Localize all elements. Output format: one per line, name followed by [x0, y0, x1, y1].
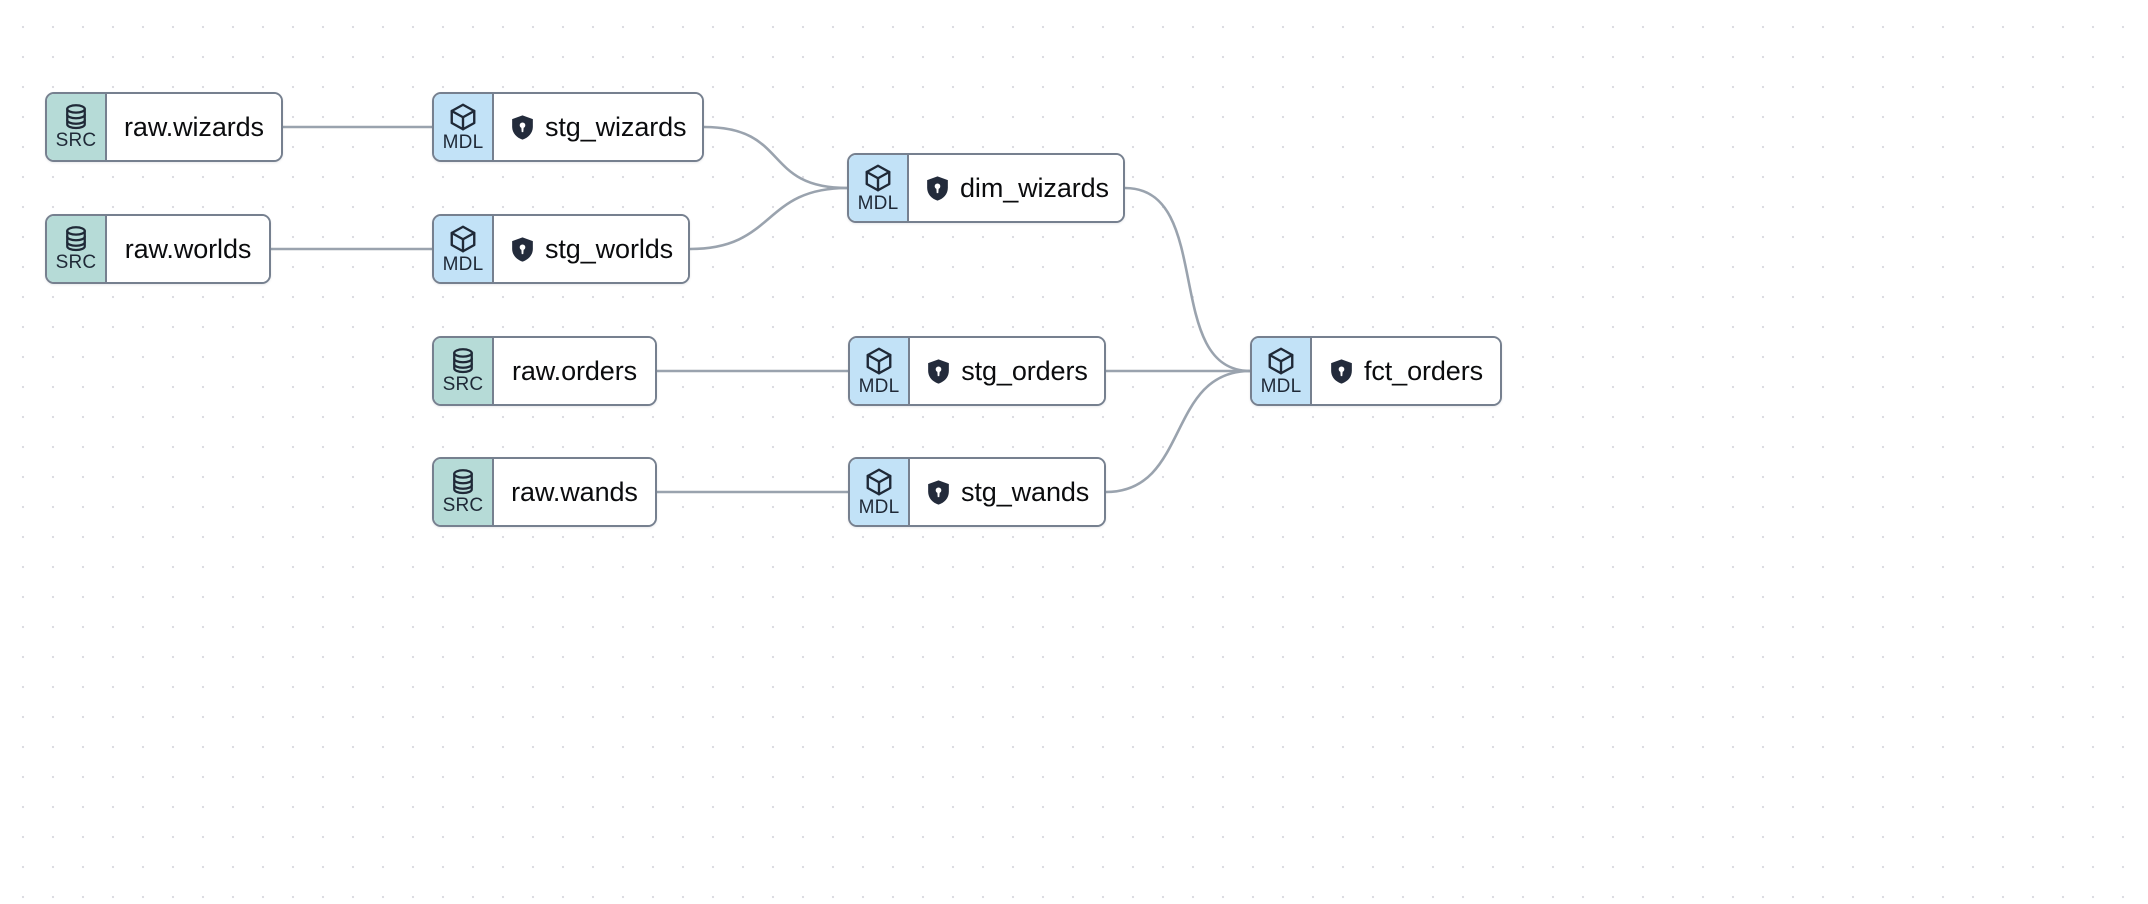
node-label: raw.wands — [511, 476, 638, 507]
lineage-node-stg_wizards[interactable]: MDL stg_wizards — [432, 92, 704, 162]
node-label: fct_orders — [1363, 355, 1484, 386]
lineage-node-fct_orders[interactable]: MDL fct_orders — [1250, 336, 1502, 406]
database-icon — [448, 469, 478, 495]
node-label: raw.wizards — [124, 111, 264, 142]
node-type-badge-mdl: MDL — [434, 216, 494, 282]
node-type-badge-label: MDL — [857, 193, 899, 214]
node-type-badge-mdl: MDL — [850, 459, 910, 525]
shield-lock-icon — [1329, 358, 1354, 385]
node-label: raw.worlds — [124, 233, 252, 264]
node-type-badge-label: SRC — [55, 130, 97, 151]
node-type-badge-label: MDL — [1260, 376, 1302, 397]
node-body: fct_orders — [1312, 338, 1500, 404]
node-body: raw.orders — [494, 338, 655, 404]
lineage-node-stg_orders[interactable]: MDL stg_orders — [848, 336, 1106, 406]
node-label: stg_wizards — [545, 111, 687, 142]
node-body: raw.wands — [494, 459, 655, 525]
shield-lock-icon — [510, 236, 535, 263]
lineage-node-raw_orders[interactable]: SRC raw.orders — [432, 336, 657, 406]
node-body: stg_worlds — [494, 216, 688, 282]
cube-icon — [448, 224, 478, 254]
database-icon — [61, 226, 91, 252]
node-label: dim_wizards — [960, 172, 1109, 203]
node-body: raw.wizards — [107, 94, 281, 160]
node-body: stg_orders — [910, 338, 1104, 404]
database-icon — [448, 348, 478, 374]
cube-icon — [1266, 346, 1296, 376]
node-type-badge-label: MDL — [858, 376, 900, 397]
node-type-badge-src: SRC — [47, 216, 107, 282]
node-type-badge-mdl: MDL — [849, 155, 909, 221]
cube-icon — [863, 163, 893, 193]
node-body: stg_wizards — [494, 94, 702, 160]
node-type-badge-label: SRC — [442, 495, 484, 516]
database-icon — [61, 104, 91, 130]
shield-lock-icon — [510, 114, 535, 141]
lineage-edge — [702, 125, 849, 190]
node-type-badge-mdl: MDL — [434, 94, 494, 160]
node-body: raw.worlds — [107, 216, 269, 282]
shield-lock-icon — [926, 358, 951, 385]
node-body: stg_wands — [910, 459, 1104, 525]
shield-lock-icon — [925, 175, 950, 202]
node-label: stg_orders — [961, 355, 1088, 386]
node-type-badge-label: SRC — [442, 374, 484, 395]
node-type-badge-label: MDL — [442, 254, 484, 275]
node-label: raw.orders — [511, 355, 638, 386]
node-body: dim_wizards — [909, 155, 1123, 221]
node-label: stg_wands — [961, 476, 1090, 507]
lineage-node-stg_worlds[interactable]: MDL stg_worlds — [432, 214, 690, 284]
node-type-badge-mdl: MDL — [850, 338, 910, 404]
node-type-badge-mdl: MDL — [1252, 338, 1312, 404]
node-label: stg_worlds — [545, 233, 674, 264]
node-type-badge-label: MDL — [442, 132, 484, 153]
node-type-badge-label: MDL — [858, 497, 900, 518]
node-type-badge-label: SRC — [55, 252, 97, 273]
lineage-edge — [1104, 369, 1252, 494]
cube-icon — [864, 346, 894, 376]
node-type-badge-src: SRC — [434, 338, 494, 404]
lineage-edge — [688, 186, 849, 251]
lineage-node-dim_wizards[interactable]: MDL dim_wizards — [847, 153, 1125, 223]
shield-lock-icon — [926, 479, 951, 506]
node-type-badge-src: SRC — [47, 94, 107, 160]
lineage-node-stg_wands[interactable]: MDL stg_wands — [848, 457, 1106, 527]
node-type-badge-src: SRC — [434, 459, 494, 525]
cube-icon — [864, 467, 894, 497]
lineage-node-raw_wands[interactable]: SRC raw.wands — [432, 457, 657, 527]
lineage-edge — [1123, 186, 1252, 373]
cube-icon — [448, 102, 478, 132]
lineage-node-raw_wizards[interactable]: SRC raw.wizards — [45, 92, 283, 162]
lineage-node-raw_worlds[interactable]: SRC raw.worlds — [45, 214, 271, 284]
